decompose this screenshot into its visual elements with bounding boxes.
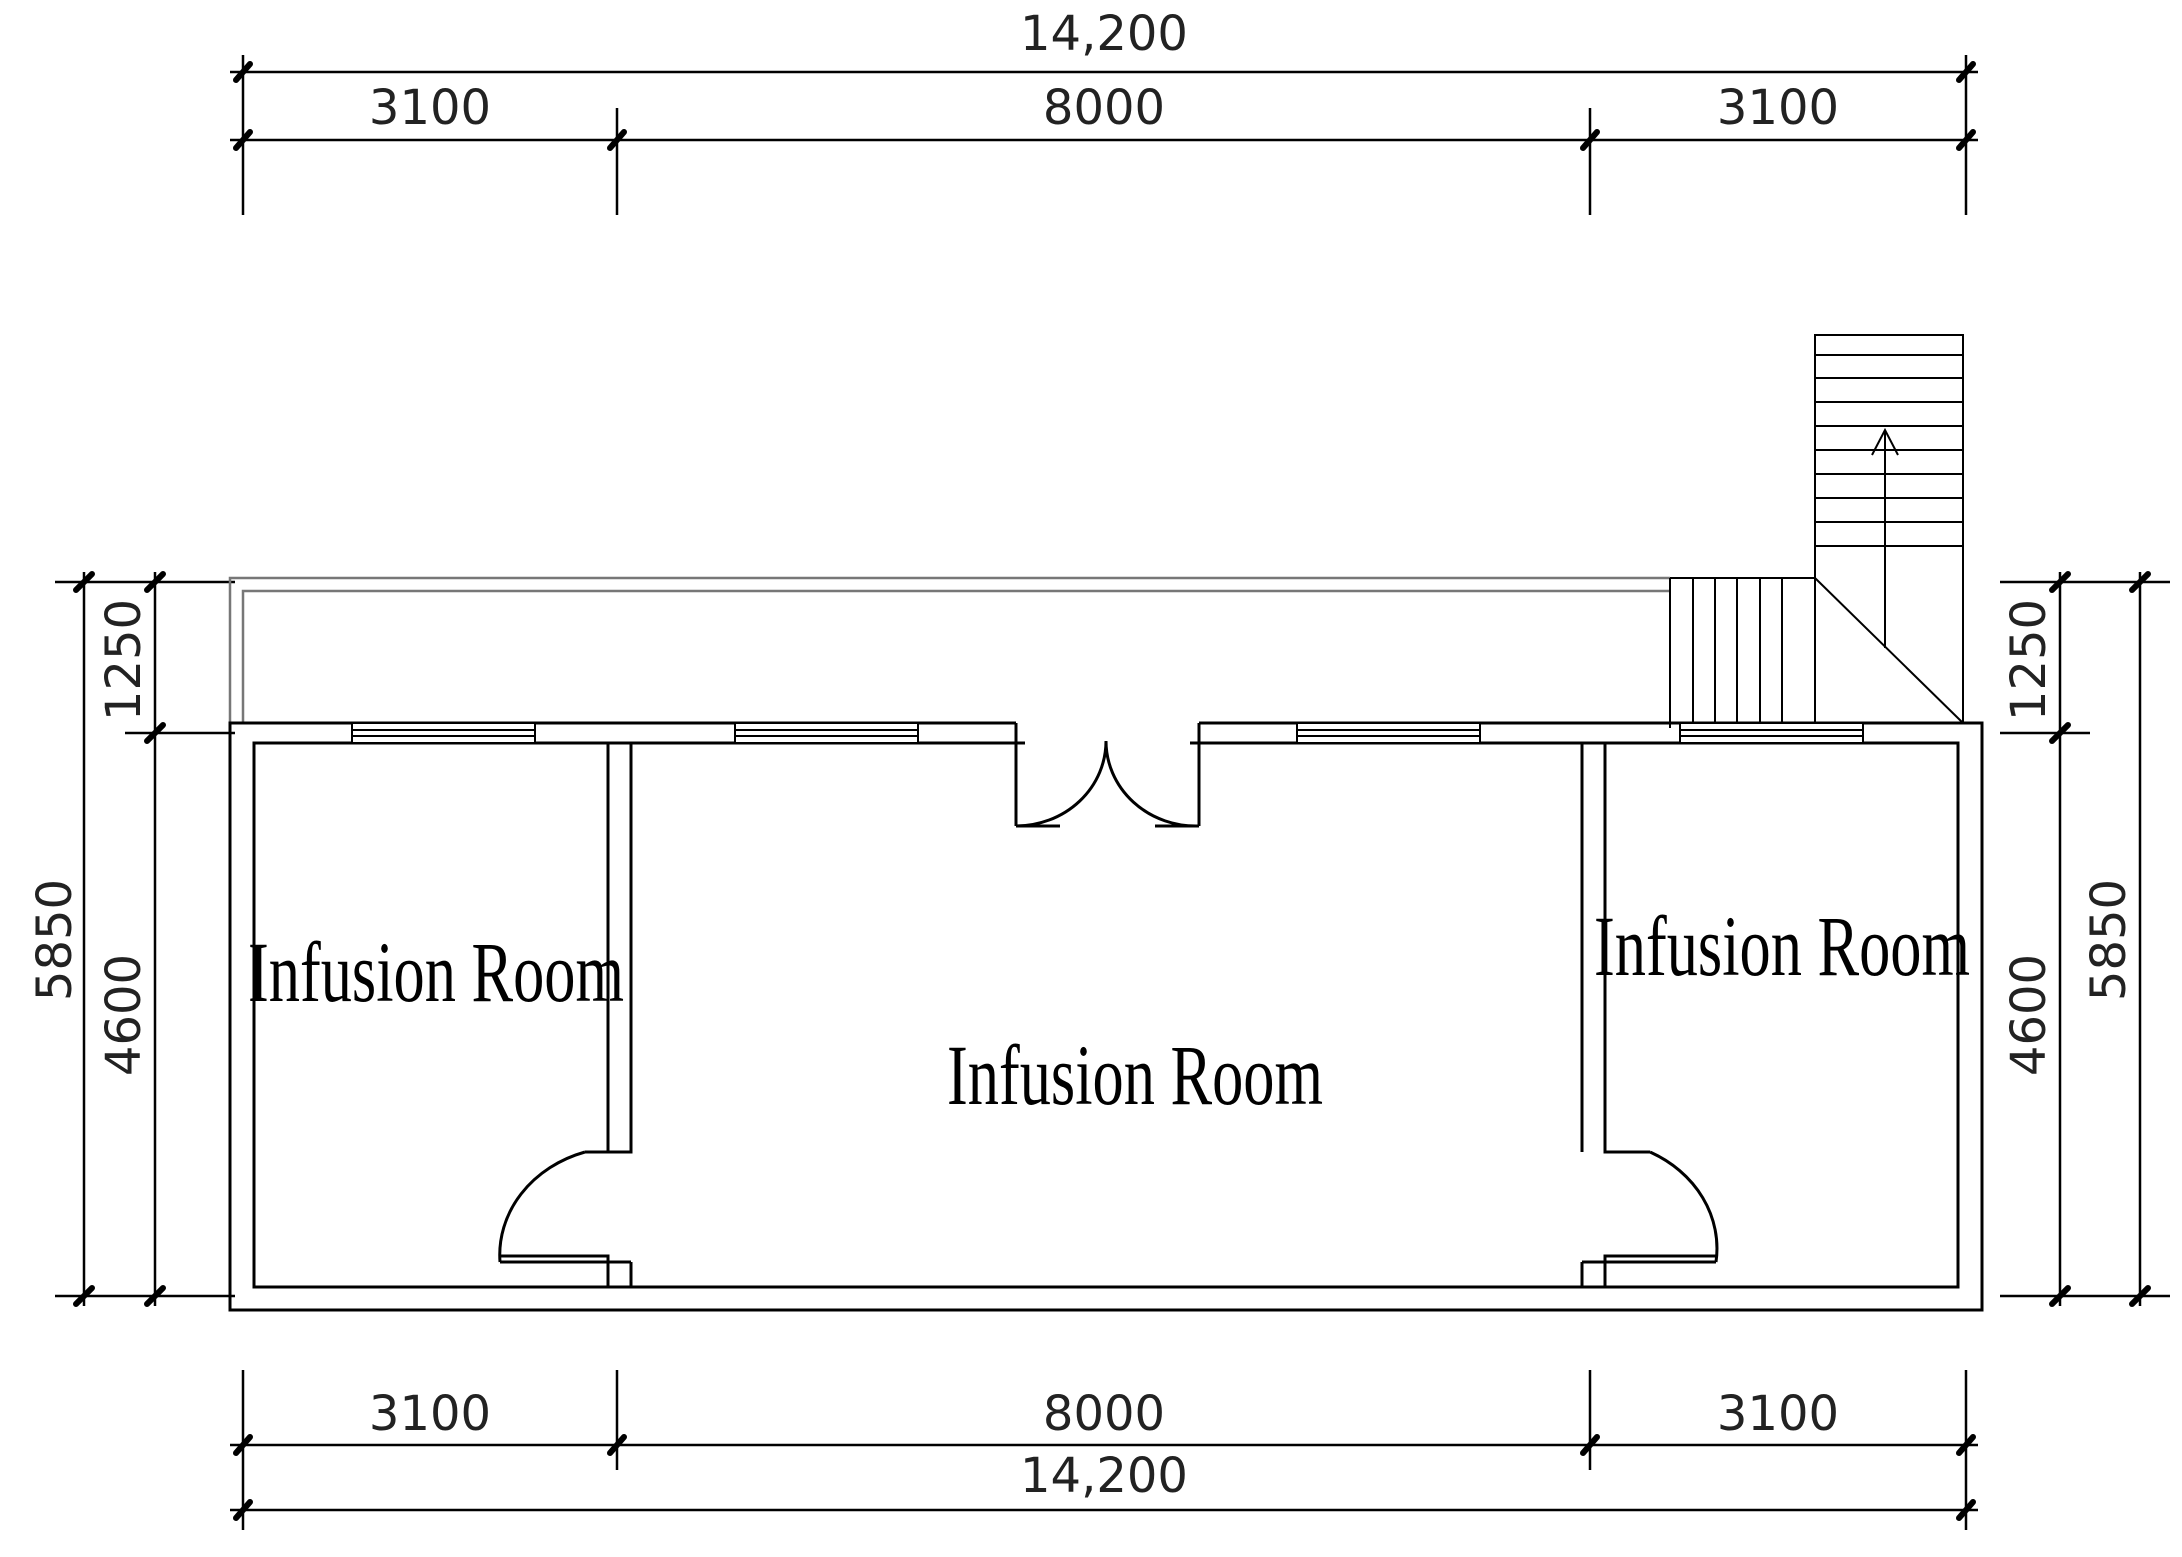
left-room-door bbox=[498, 1150, 586, 1263]
dim-top-center: 8000 bbox=[1043, 80, 1165, 136]
dim-left-lower: 4600 bbox=[96, 954, 152, 1076]
dim-left-upper: 1250 bbox=[96, 599, 152, 721]
left-partition bbox=[500, 743, 633, 1287]
window-2 bbox=[734, 722, 919, 744]
dim-right-total: 5850 bbox=[2081, 879, 2137, 1001]
top-dimension-chain: 14,200 3100 8000 3100 bbox=[230, 6, 1978, 215]
bottom-dimension-chain: 3100 8000 3100 14,200 bbox=[230, 1370, 1978, 1530]
dim-top-left: 3100 bbox=[369, 80, 491, 136]
right-room-door bbox=[1649, 1150, 1719, 1263]
dim-bottom-left: 3100 bbox=[369, 1386, 491, 1442]
up-arrow-icon bbox=[1871, 427, 1899, 456]
window-1 bbox=[351, 722, 536, 744]
dim-top-total: 14,200 bbox=[1020, 6, 1188, 62]
room-label-right: Infusion Room bbox=[1594, 898, 1970, 994]
right-dimension-chain: 1250 4600 5850 bbox=[2000, 571, 2170, 1307]
main-double-door bbox=[1014, 740, 1201, 828]
room-label-center: Infusion Room bbox=[947, 1027, 1323, 1123]
right-partition bbox=[1580, 743, 1716, 1287]
window-3 bbox=[1296, 722, 1481, 744]
dim-bottom-right: 3100 bbox=[1717, 1386, 1839, 1442]
corridor bbox=[228, 576, 1670, 723]
dim-right-lower: 4600 bbox=[2001, 954, 2057, 1076]
dim-right-upper: 1250 bbox=[2001, 599, 2057, 721]
left-dimension-chain: 5850 1250 4600 bbox=[27, 571, 235, 1307]
dim-bottom-total: 14,200 bbox=[1020, 1448, 1188, 1504]
window-4 bbox=[1679, 722, 1864, 744]
dim-left-total: 5850 bbox=[27, 879, 83, 1001]
room-label-left: Infusion Room bbox=[248, 924, 624, 1020]
dim-bottom-center: 8000 bbox=[1043, 1386, 1165, 1442]
dim-top-right: 3100 bbox=[1717, 80, 1839, 136]
staircase bbox=[1669, 334, 1964, 728]
